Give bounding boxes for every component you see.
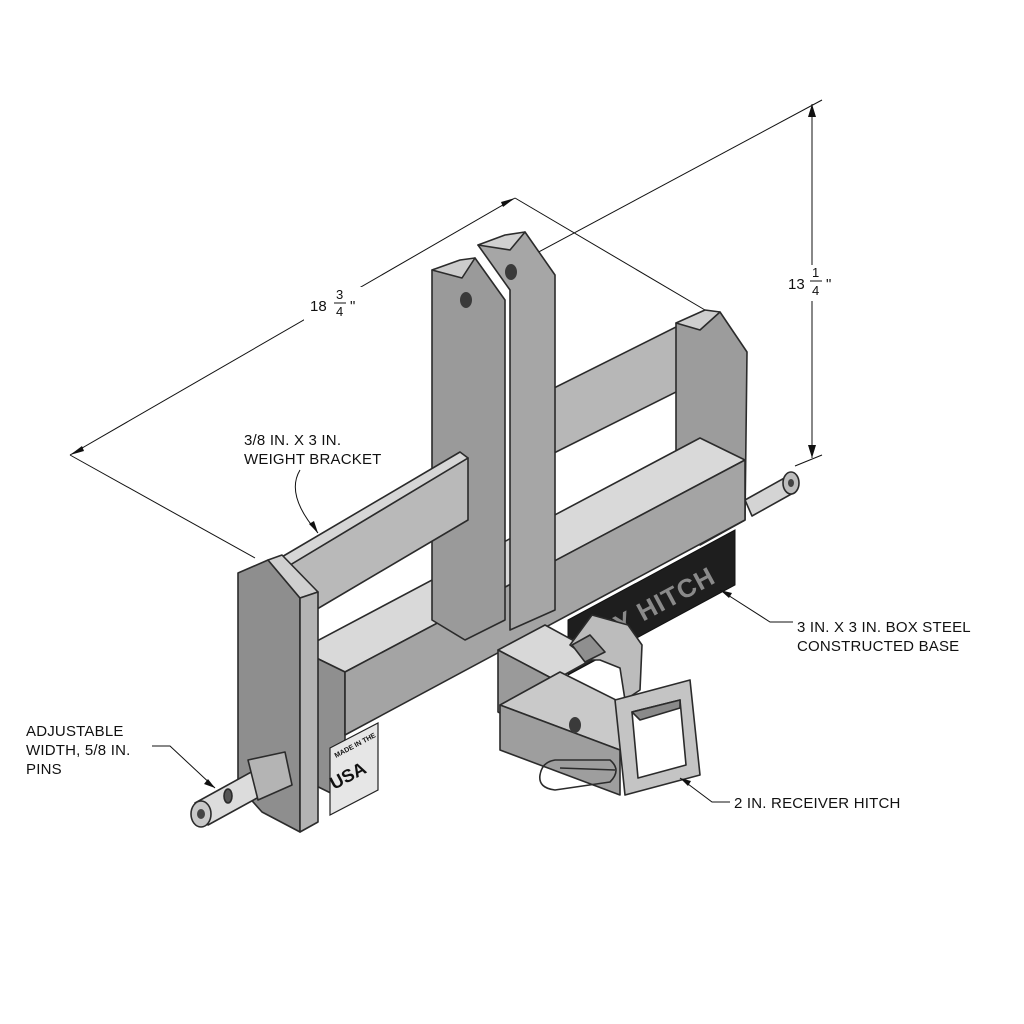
box-steel-callout-line1: 3 IN. X 3 IN. BOX STEEL [797,619,971,636]
width-label-bg [304,287,366,321]
left-pin [190,751,293,828]
pins-leader [152,745,216,789]
pins-callout-line2: WIDTH, 5/8 IN. [26,742,130,759]
height-dimension: 13 1 4 " [519,99,838,467]
width-dimension: 18 3 4 " [69,197,706,559]
top-link-hole-back [505,264,517,280]
callout-leaders [152,469,793,803]
receiver-leader [679,777,730,803]
receiver-pin-hole [569,717,581,733]
receiver-hitch [497,614,701,796]
width-extension-right [514,197,706,311]
height-label-bg [782,265,838,301]
width-arrow-right [501,198,515,207]
weight-bracket-callout-line2: WEIGHT BRACKET [244,451,382,468]
top-link-hole-front [460,292,472,308]
width-whole: 18 [310,298,327,315]
width-extension-left [69,454,256,559]
pins-callout-line1: ADJUSTABLE [26,723,124,740]
weight-bracket-callout-line1: 3/8 IN. X 3 IN. [244,432,341,449]
left-pin-nut [247,751,293,801]
height-whole: 13 [788,276,805,293]
top-link-plate-front [431,257,506,641]
width-numerator: 3 [336,287,343,302]
height-denominator: 4 [812,283,819,298]
height-numerator: 1 [812,265,819,280]
usa-decal: MADE IN THE USA [326,722,379,816]
receiver-callout: 2 IN. RECEIVER HITCH [734,795,901,812]
right-pin [744,471,800,517]
top-link-plates [431,231,556,641]
box-steel-leader [719,589,793,623]
width-dimension-line [69,197,516,456]
box-steel-callout-line2: CONSTRUCTED BASE [797,638,959,655]
hitch-pin-clip [538,759,617,791]
width-denominator: 4 [336,304,343,319]
height-arrow-bottom [808,445,816,458]
pins-callout-line3: PINS [26,761,62,778]
width-arrow-left [70,446,84,455]
height-extension-bottom [794,454,823,467]
height-extension-top [519,99,823,263]
height-arrow-top [808,104,816,117]
width-unit: " [350,298,355,315]
height-unit: " [826,276,831,293]
